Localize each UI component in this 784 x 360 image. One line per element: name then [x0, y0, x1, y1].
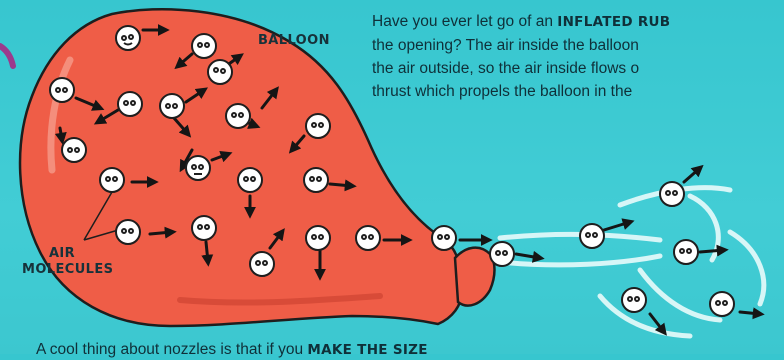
- arrow-icon: [330, 184, 352, 186]
- balloon-label: BALLOON: [258, 33, 330, 49]
- arrow-icon: [206, 242, 208, 262]
- air-label-line2: MOLECULES: [22, 262, 102, 278]
- air-molecule-icon: [238, 168, 262, 192]
- air-molecule-icon: [208, 60, 232, 84]
- arrow-icon: [700, 250, 724, 252]
- air-molecule-icon: [660, 182, 684, 206]
- air-molecule-icon: [192, 34, 216, 58]
- air-molecule-icon: [192, 216, 216, 240]
- air-molecule-icon: [186, 156, 210, 180]
- paragraph-line-4: thrust which propels the balloon in the: [372, 80, 784, 103]
- air-molecule-icon: [356, 226, 380, 250]
- air-molecule-icon: [306, 226, 330, 250]
- airflow-swirl-icon: [730, 232, 764, 304]
- bottom-paragraph: A cool thing about nozzles is that if yo…: [36, 340, 428, 360]
- air-molecule-icon: [116, 26, 140, 50]
- air-molecule-icon: [160, 94, 184, 118]
- bottom-highlight: MAKE THE SIZE: [307, 342, 427, 358]
- air-molecule-icon: [62, 138, 86, 162]
- air-molecule-icon: [116, 220, 140, 244]
- air-molecule-icon: [432, 226, 456, 250]
- bottom-text: A cool thing about nozzles is that if yo…: [36, 341, 307, 358]
- air-molecule-icon: [306, 114, 330, 138]
- intro-paragraph: Have you ever let go of an INFLATED RUB …: [372, 10, 784, 103]
- air-molecule-icon: [622, 288, 646, 312]
- paragraph-highlight: INFLATED RUB: [557, 14, 670, 30]
- air-molecule-icon: [250, 252, 274, 276]
- air-molecule-icon: [118, 92, 142, 116]
- air-molecule-icon: [710, 292, 734, 316]
- air-molecule-icon: [226, 104, 250, 128]
- arrow-icon: [684, 168, 700, 182]
- airflow-swirl-icon: [500, 256, 660, 265]
- air-molecule-icon: [50, 78, 74, 102]
- arrow-icon: [740, 312, 760, 314]
- airflow-swirl-icon: [640, 270, 720, 320]
- arrow-icon: [516, 254, 540, 258]
- air-molecule-icon: [490, 242, 514, 266]
- balloon-neck: [455, 248, 495, 306]
- arrow-icon: [150, 232, 172, 234]
- air-molecule-icon: [304, 168, 328, 192]
- air-molecule-icon: [674, 240, 698, 264]
- paragraph-line-1: Have you ever let go of an INFLATED RUB: [372, 10, 784, 34]
- paragraph-line-2: the opening? The air inside the balloon: [372, 34, 784, 57]
- air-molecules-label: AIR MOLECULES: [22, 246, 102, 278]
- air-molecule-icon: [580, 224, 604, 248]
- arrow-icon: [60, 128, 62, 140]
- air-label-line1: AIR: [22, 246, 102, 262]
- air-molecule-icon: [100, 168, 124, 192]
- edge-accent: [0, 46, 13, 66]
- paragraph-line-3: the air outside, so the air inside flows…: [372, 57, 784, 80]
- arrow-icon: [604, 222, 630, 230]
- paragraph-line-1-text: Have you ever let go of an: [372, 13, 557, 30]
